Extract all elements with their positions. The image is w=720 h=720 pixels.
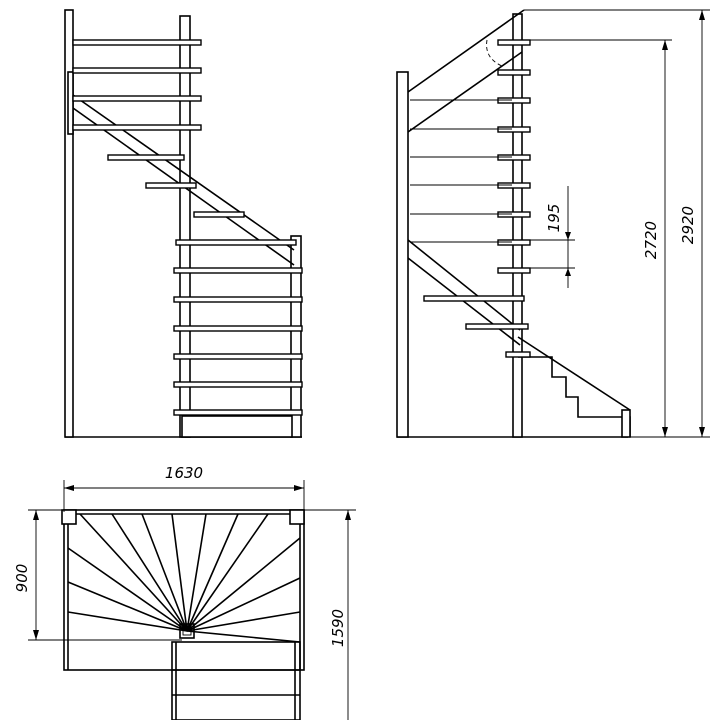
dim-2720-arrow-top: [662, 40, 668, 50]
side-center-post: [512, 13, 523, 438]
plan-winder-line: [171, 513, 188, 632]
plan-dimensions: 1630 900 1590: [13, 464, 356, 720]
front-winder-tread: [107, 154, 185, 161]
dim-2720-label: 2720: [642, 221, 660, 259]
front-winder-tread: [175, 239, 297, 246]
dim-900-arrow-bottom: [33, 630, 39, 640]
front-lower-tread: [173, 381, 303, 388]
plan-winder-line: [67, 611, 188, 632]
dim-1590-arrow-top: [345, 510, 351, 520]
front-upper-tread: [72, 124, 202, 131]
plan-winder-line: [186, 611, 301, 632]
side-elevation: [396, 9, 631, 438]
front-upper-tread: [72, 67, 202, 74]
dim-195-arrow-bottom: [565, 268, 571, 276]
dim-195-label: 195: [545, 204, 563, 233]
front-lower-tread: [173, 267, 303, 274]
side-tread-edge: [497, 97, 531, 104]
side-top-arc: [486, 39, 503, 67]
side-winder-tread: [465, 323, 529, 330]
side-stringer-top: [407, 9, 525, 93]
front-upper-tread: [72, 95, 202, 102]
dim-2920-arrow-top: [699, 10, 705, 20]
front-elevation: [64, 9, 303, 438]
dim-1630-arrow-left: [64, 485, 74, 491]
dim-900-arrow-top: [33, 510, 39, 520]
front-winder-tread: [193, 211, 245, 218]
plan-post-top-right: [289, 509, 305, 525]
side-tread-edge: [497, 239, 531, 246]
front-winder-tread: [145, 182, 197, 189]
plan-winder-line: [67, 581, 188, 632]
dim-2920-label: 2920: [679, 206, 697, 244]
dim-1590-label: 1590: [329, 609, 347, 647]
front-lower-tread: [173, 353, 303, 360]
dim-1630-arrow-right: [294, 485, 304, 491]
front-lower-tread: [173, 325, 303, 332]
front-upper-tread: [72, 39, 202, 46]
plan-post-top-left: [61, 509, 77, 525]
plan-winder-line: [67, 547, 188, 632]
side-dimensions: 195 2720 2920: [522, 9, 710, 438]
side-tread-edge: [497, 182, 531, 189]
dim-2720-arrow-bottom: [662, 427, 668, 437]
side-tread-edge: [497, 211, 531, 218]
side-winder-tread: [505, 351, 531, 358]
side-stringer-top-inner: [407, 51, 523, 133]
front-lower-tread: [173, 409, 303, 416]
plan-winder-line: [186, 630, 301, 643]
front-stringer-upper: [72, 94, 295, 251]
plan-lower-flight: [171, 641, 301, 720]
front-center-post: [179, 15, 191, 438]
dim-2920-arrow-bottom: [699, 427, 705, 437]
front-right-post: [290, 235, 302, 438]
plan-winder-line: [79, 513, 188, 632]
side-tread-edge: [497, 69, 531, 76]
dim-900-label: 900: [13, 564, 31, 593]
plan-winder-line: [186, 577, 301, 632]
side-winder-tread: [423, 295, 525, 302]
plan-winder-line: [186, 513, 207, 632]
plan-winder-treads: [67, 513, 301, 643]
front-treads: [72, 39, 303, 416]
side-tread-edge: [497, 39, 531, 46]
side-lower-flight-profile: [518, 356, 631, 437]
plan-winder-line: [186, 537, 301, 632]
side-stringer-bottom: [407, 239, 521, 331]
side-tread-edge: [497, 267, 531, 274]
plan-winder-line: [111, 513, 188, 632]
side-treads: [410, 39, 531, 358]
dim-1630-label: 1630: [165, 464, 203, 482]
plan-winder-line: [186, 513, 269, 632]
plan-winder-line: [186, 513, 239, 632]
side-tread-edge: [497, 154, 531, 161]
side-left-post: [396, 71, 409, 438]
side-lower-stringer: [517, 336, 631, 411]
plan-view: [61, 509, 305, 720]
side-lower-post: [621, 409, 631, 438]
plan-winder-line: [141, 513, 188, 632]
dim-195-arrow-top: [565, 232, 571, 240]
front-left-post: [64, 9, 74, 438]
front-base-block: [181, 415, 293, 438]
plan-upper-landing-frame: [63, 509, 305, 671]
front-wall-bracket: [67, 71, 74, 135]
side-tread-edge: [497, 126, 531, 133]
front-lower-tread: [173, 296, 303, 303]
